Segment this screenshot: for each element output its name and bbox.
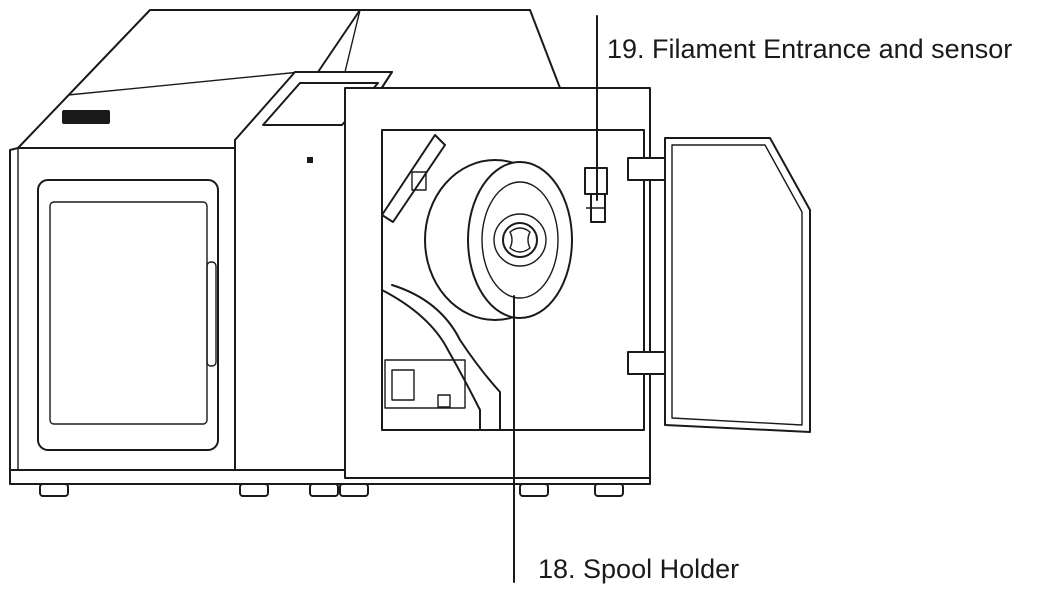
label-filament-entrance: 19. Filament Entrance and sensor [607, 34, 1012, 64]
filament-tube [391, 284, 501, 431]
label-spool-holder: 18. Spool Holder [538, 554, 739, 584]
brand-badge [62, 110, 110, 124]
printer-feet [39, 483, 624, 497]
spool-bay [344, 87, 681, 479]
lower-mechanism [384, 359, 466, 409]
door-panel [664, 137, 811, 433]
upper-guide [381, 134, 446, 223]
side-door [664, 137, 811, 433]
door-inner-panel [671, 144, 803, 426]
power-indicator [307, 157, 313, 163]
front-window-frame [37, 179, 219, 451]
window-handle [206, 261, 217, 367]
spool [424, 159, 573, 321]
